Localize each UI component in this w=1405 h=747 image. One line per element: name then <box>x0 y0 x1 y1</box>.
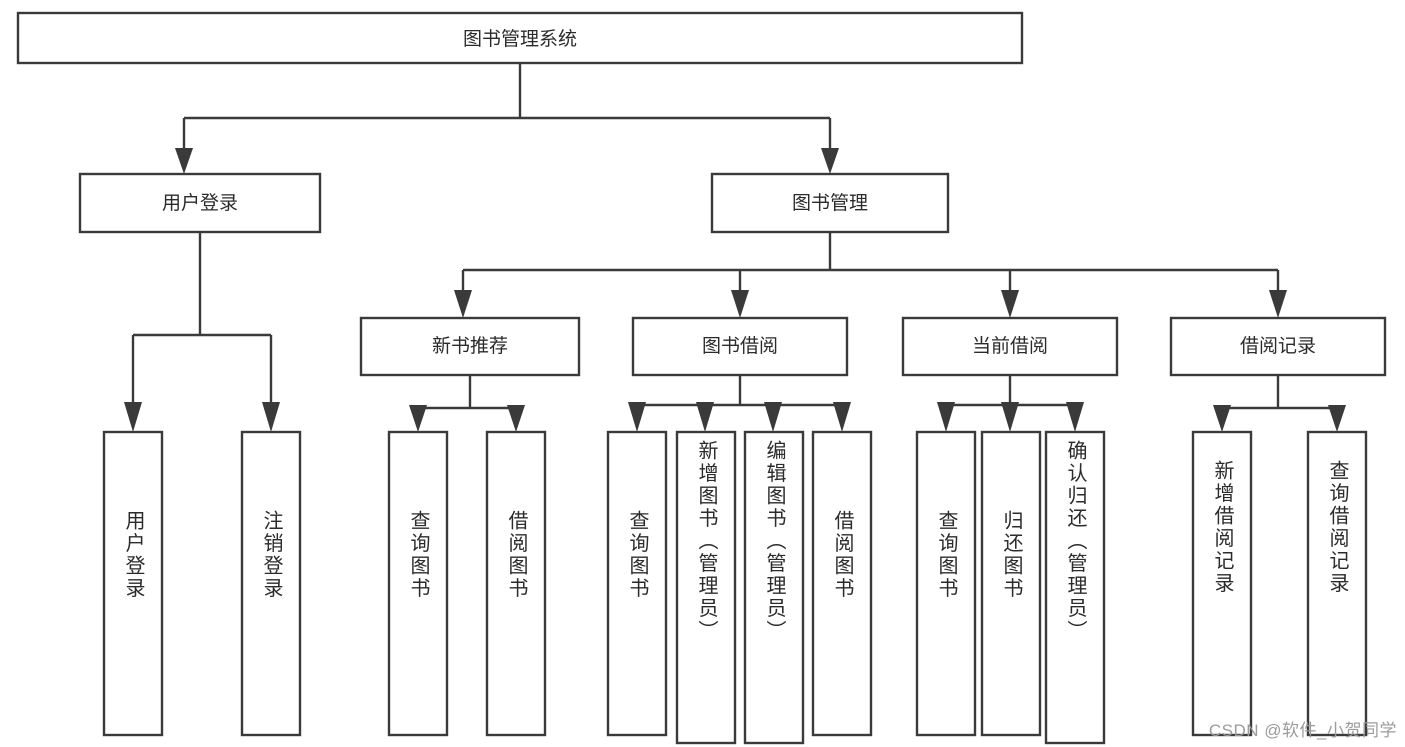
leaf-box-borrow-record-2[interactable] <box>1306 430 1368 737</box>
leaf-box-new-book-2[interactable] <box>485 430 547 737</box>
node-book-manage[interactable]: 图书管理 <box>710 172 950 234</box>
arrow-borrow-record-leaf-2 <box>1328 405 1346 432</box>
leaf-box-current-borrow-2[interactable] <box>980 430 1042 737</box>
node-root[interactable]: 图书管理系统 <box>16 11 1024 65</box>
leaf-box-book-borrow-2[interactable] <box>675 430 737 745</box>
connector-group-book-borrow <box>628 375 851 432</box>
arrow-root-to-user-login <box>175 148 193 174</box>
arrow-book-borrow-leaf-1 <box>628 402 646 432</box>
leaf-box-user-login-2[interactable] <box>240 430 302 737</box>
arrow-book-borrow-leaf-3 <box>764 402 782 432</box>
leaf-box-borrow-record-1[interactable] <box>1191 430 1253 737</box>
node-root-label: 图书管理系统 <box>463 28 577 50</box>
node-borrow-record[interactable]: 借阅记录 <box>1169 316 1387 377</box>
connector-group-book-manage <box>454 232 1287 318</box>
node-new-book-recommend[interactable]: 新书推荐 <box>359 316 581 377</box>
node-book-borrow-label: 图书借阅 <box>702 335 778 357</box>
arrow-current-borrow-leaf-2 <box>1001 402 1019 432</box>
arrow-book-manage-to-new-book <box>454 290 472 318</box>
node-root-box[interactable] <box>16 11 1024 65</box>
connector-group-borrow-record <box>1213 375 1346 432</box>
node-book-borrow[interactable]: 图书借阅 <box>631 316 849 377</box>
leaf-box-user-login-1[interactable] <box>102 430 164 737</box>
arrow-current-borrow-leaf-1 <box>937 402 955 432</box>
leaf-box-book-borrow-4[interactable] <box>811 430 873 737</box>
node-borrow-record-box[interactable] <box>1169 316 1387 377</box>
arrow-book-manage-to-record <box>1269 290 1287 318</box>
node-current-borrow-label: 当前借阅 <box>972 335 1048 357</box>
arrow-current-borrow-leaf-3 <box>1066 402 1084 432</box>
node-current-borrow-box[interactable] <box>901 316 1119 377</box>
node-new-book-recommend-label: 新书推荐 <box>432 335 508 357</box>
node-borrow-record-label: 借阅记录 <box>1240 335 1316 357</box>
node-book-borrow-box[interactable] <box>631 316 849 377</box>
node-new-book-recommend-box[interactable] <box>359 316 581 377</box>
arrow-user-login-leaf-1 <box>124 402 142 432</box>
arrow-new-book-leaf-1 <box>409 405 427 432</box>
arrow-new-book-leaf-2 <box>507 405 525 432</box>
arrow-book-manage-to-current <box>1001 290 1019 318</box>
node-book-manage-box[interactable] <box>710 172 950 234</box>
node-current-borrow[interactable]: 当前借阅 <box>901 316 1119 377</box>
arrow-root-to-book-manage <box>821 148 839 174</box>
connector-group-new-book-recommend <box>409 375 525 432</box>
leaf-box-current-borrow-3[interactable] <box>1044 430 1106 745</box>
leaf-box-new-book-1[interactable] <box>387 430 449 737</box>
connector-group-root <box>175 63 839 174</box>
arrow-borrow-record-leaf-1 <box>1213 405 1231 432</box>
node-user-login-label: 用户登录 <box>162 192 238 214</box>
leaf-box-current-borrow-1[interactable] <box>915 430 977 737</box>
node-user-login-box[interactable] <box>78 172 322 234</box>
connector-group-current-borrow <box>937 375 1084 432</box>
node-book-manage-label: 图书管理 <box>792 192 868 214</box>
arrow-user-login-leaf-2 <box>262 402 280 432</box>
leaf-box-book-borrow-3[interactable] <box>743 430 805 745</box>
arrow-book-borrow-leaf-2 <box>696 402 714 432</box>
arrow-book-manage-to-borrow <box>731 290 749 318</box>
node-user-login[interactable]: 用户登录 <box>78 172 322 234</box>
leaf-box-book-borrow-1[interactable] <box>606 430 668 737</box>
watermark-text: CSDN @软件_小贺同学 <box>1208 721 1397 740</box>
connector-group-user-login <box>124 232 280 432</box>
arrow-book-borrow-leaf-4 <box>833 402 851 432</box>
